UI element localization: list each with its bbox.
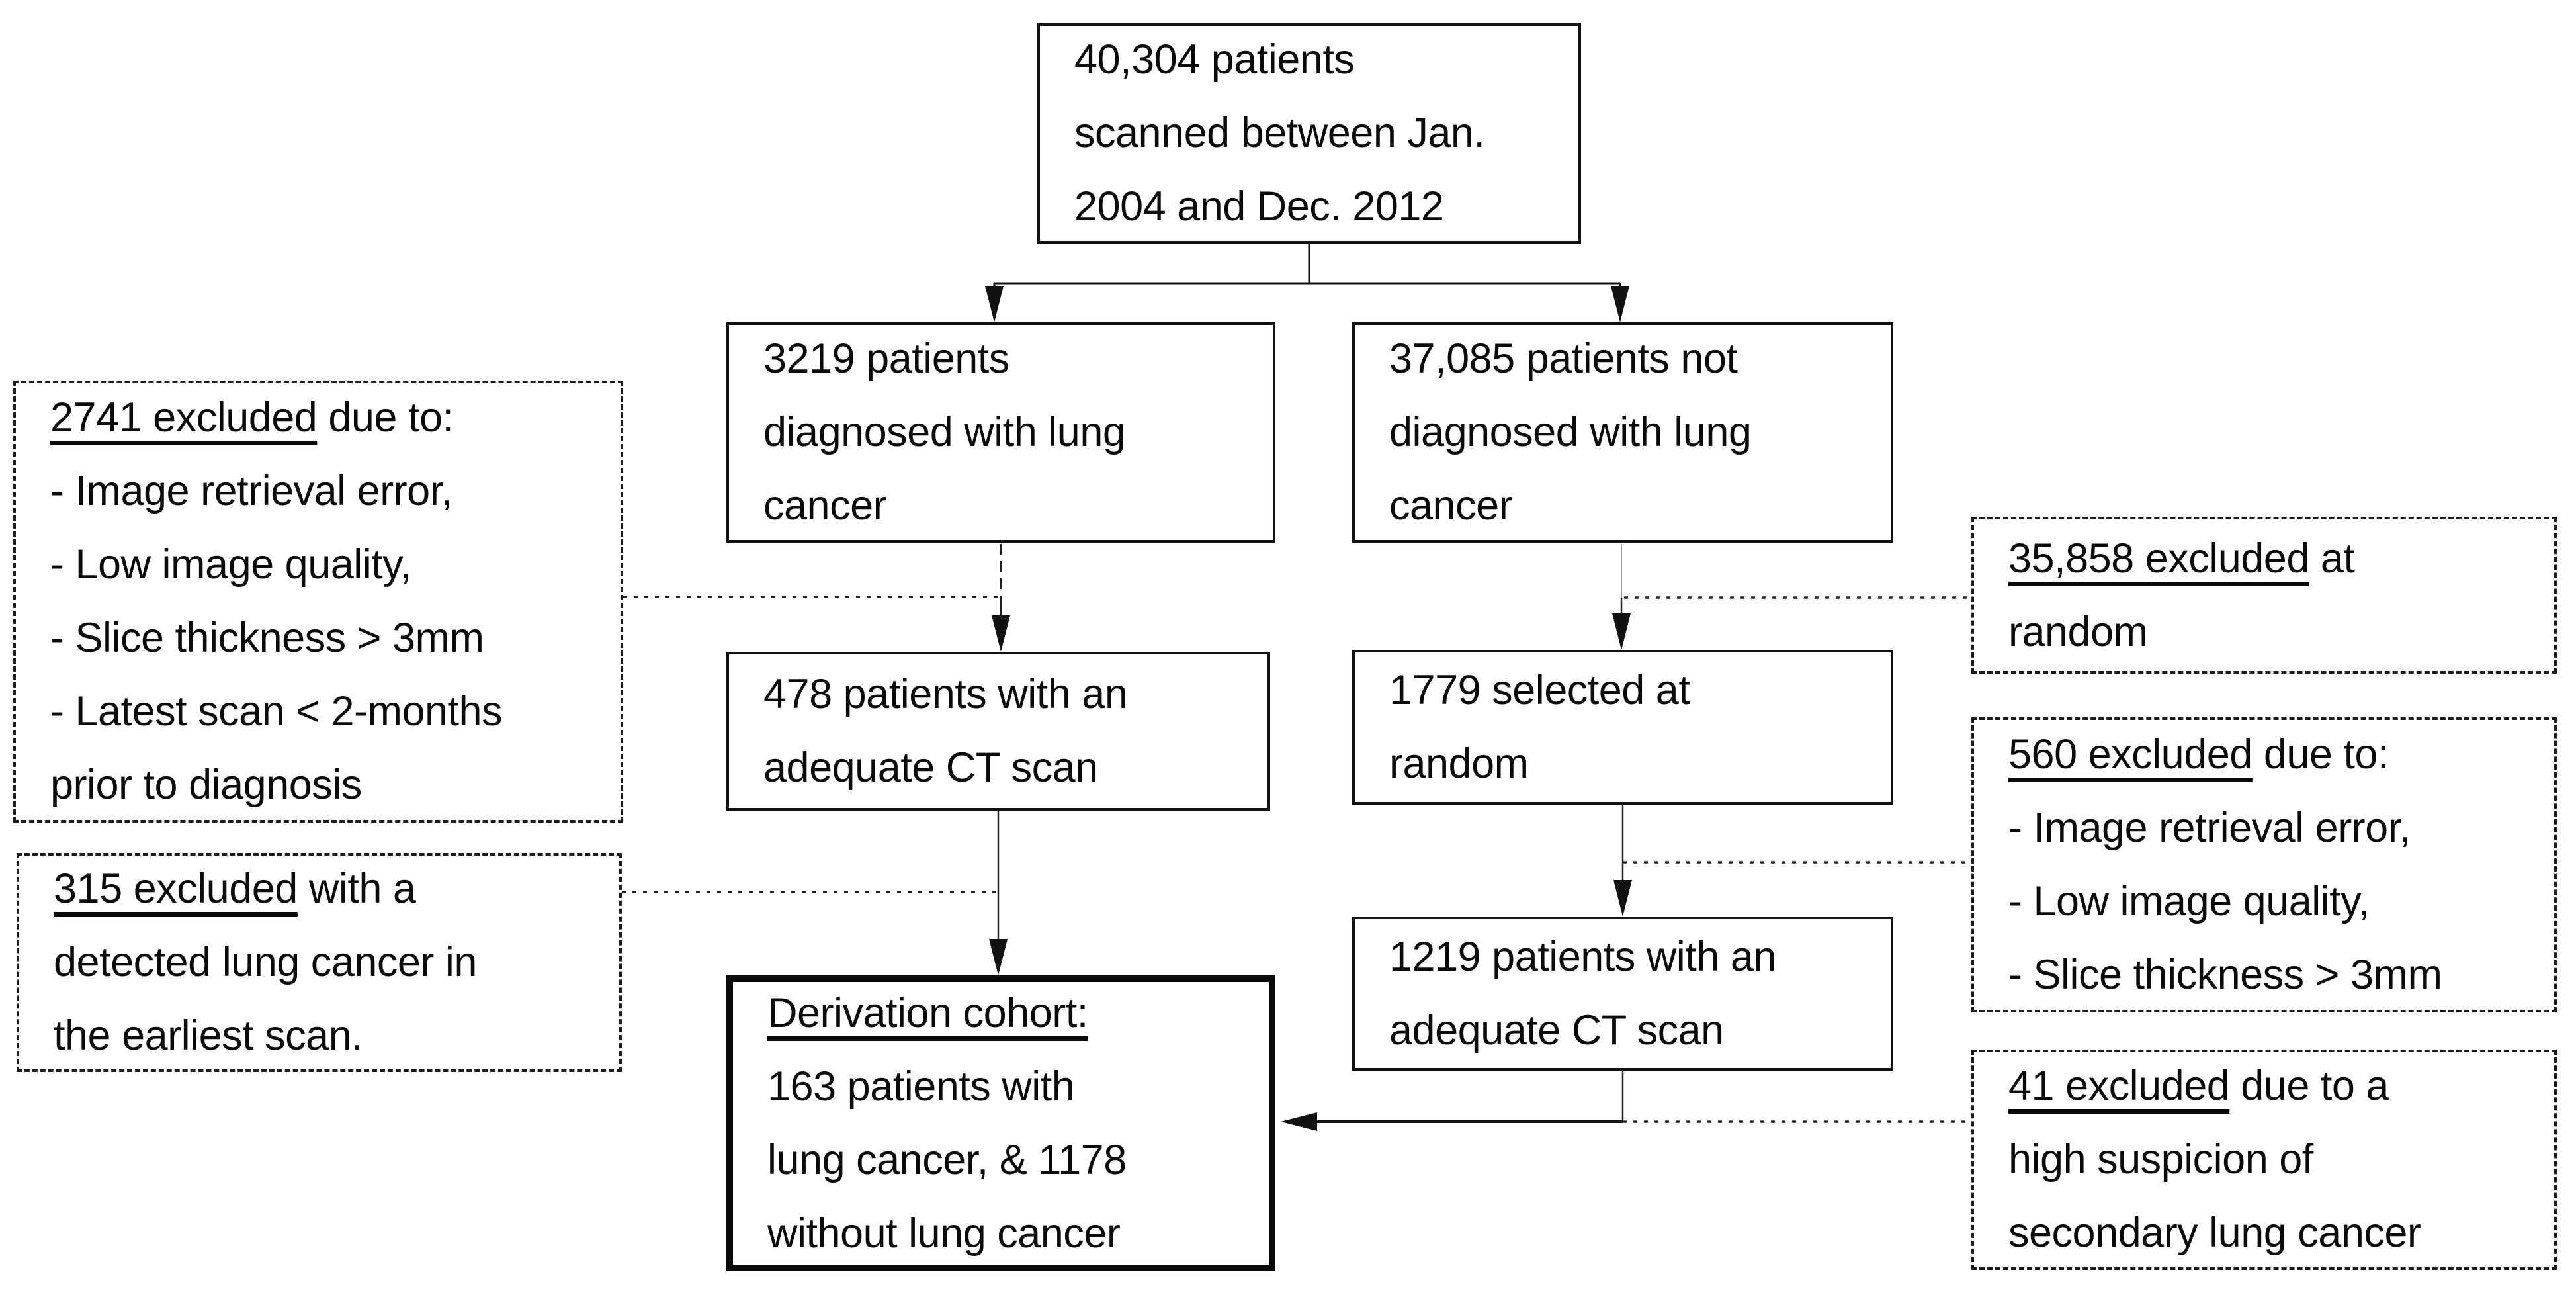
text-line: 478 patients with an xyxy=(763,671,1128,717)
box-lung-cancer-3219: 3219 patients diagnosed with lung cancer xyxy=(726,322,1275,543)
text-line: - Image retrieval error, xyxy=(2008,805,2411,851)
text-line: adequate CT scan xyxy=(763,744,1098,791)
exclusion-heading: 35,858 excluded at xyxy=(2008,522,2544,596)
exclusion-box-560: 560 excluded due to: - Image retrieval e… xyxy=(1971,717,2557,1012)
arrowhead-to-1779 xyxy=(1612,613,1631,650)
exclusion-heading: 41 excluded due to a xyxy=(2008,1050,2544,1123)
exclusion-heading: 2741 excluded due to: xyxy=(50,381,610,455)
text-line: 2004 and Dec. 2012 xyxy=(1074,183,1444,230)
arrowhead-to-1219 xyxy=(1613,880,1632,917)
box-adequate-ct-478: 478 patients with an adequate CT scan xyxy=(726,652,1270,811)
box-selected-random-1779: 1779 selected at random xyxy=(1352,650,1893,805)
heading-rest: due to: xyxy=(317,394,454,441)
text-line: detected lung cancer in xyxy=(54,939,477,985)
heading-rest: due to a xyxy=(2229,1063,2389,1109)
text-line: prior to diagnosis xyxy=(50,762,362,808)
box-no-lung-cancer-37085: 37,085 patients not diagnosed with lung … xyxy=(1352,322,1893,543)
text-line: 40,304 patients xyxy=(1074,36,1355,83)
text-line: 1219 patients with an xyxy=(1389,933,1776,980)
arrowhead-to-derivation-right xyxy=(1281,1112,1317,1131)
text-line: 1779 selected at xyxy=(1389,667,1690,713)
arrowhead-to-lung-cancer xyxy=(985,286,1004,322)
text-line: - Slice thickness > 3mm xyxy=(2008,952,2442,998)
text-line: random xyxy=(1389,740,1529,787)
exclusion-heading: 315 excluded with a xyxy=(54,852,609,926)
excluded-count: 560 excluded xyxy=(2008,731,2253,778)
text-line: lung cancer, & 1178 xyxy=(767,1136,1127,1183)
text-line: adequate CT scan xyxy=(1389,1007,1724,1053)
text-line: - Low image quality, xyxy=(2008,878,2370,924)
exclusion-box-41: 41 excluded due to a high suspicion of s… xyxy=(1971,1050,2557,1270)
text-line: 37,085 patients not xyxy=(1389,336,1738,382)
text-line: scanned between Jan. xyxy=(1074,110,1485,156)
exclusion-heading: 560 excluded due to: xyxy=(2008,718,2544,791)
text-line: cancer xyxy=(1389,482,1513,529)
arrowhead-to-no-lung-cancer xyxy=(1611,286,1629,322)
text-line: diagnosed with lung xyxy=(1389,409,1752,455)
excluded-count: 41 excluded xyxy=(2008,1063,2230,1109)
arrowhead-to-derivation-top xyxy=(989,939,1008,975)
text-line: diagnosed with lung xyxy=(763,409,1126,455)
exclusion-box-315: 315 excluded with a detected lung cancer… xyxy=(17,853,622,1072)
text-line: the earliest scan. xyxy=(54,1012,363,1059)
derivation-cohort-heading: Derivation cohort: xyxy=(767,989,1088,1036)
text-line: - Slice thickness > 3mm xyxy=(50,615,484,661)
excluded-count: 315 excluded xyxy=(54,866,298,912)
excluded-count: 2741 excluded xyxy=(50,394,318,441)
text-line: cancer xyxy=(763,482,887,529)
arrowhead-to-478 xyxy=(992,615,1010,652)
text-line: - Latest scan < 2-months xyxy=(50,688,503,735)
heading-rest: at xyxy=(2309,535,2355,582)
text-line: random xyxy=(2008,608,2148,655)
text-line: 163 patients with xyxy=(767,1063,1075,1110)
heading-rest: with a xyxy=(297,866,416,912)
box-derivation-cohort: Derivation cohort: 163 patients with lun… xyxy=(726,975,1275,1271)
text-line: without lung cancer xyxy=(767,1210,1121,1257)
text-line: - Low image quality, xyxy=(50,541,411,588)
text-line: high suspicion of xyxy=(2008,1136,2313,1183)
box-total-scanned: 40,304 patients scanned between Jan. 200… xyxy=(1037,23,1581,244)
text-line: - Image retrieval error, xyxy=(50,468,452,514)
heading-rest: due to: xyxy=(2252,731,2389,778)
text-line: secondary lung cancer xyxy=(2008,1210,2421,1256)
box-adequate-ct-1219: 1219 patients with an adequate CT scan xyxy=(1352,917,1893,1071)
text-line: 3219 patients xyxy=(763,336,1009,382)
excluded-count: 35,858 excluded xyxy=(2008,535,2309,582)
exclusion-box-2741: 2741 excluded due to: - Image retrieval … xyxy=(13,381,623,823)
exclusion-box-35858: 35,858 excluded at random xyxy=(1971,517,2557,674)
